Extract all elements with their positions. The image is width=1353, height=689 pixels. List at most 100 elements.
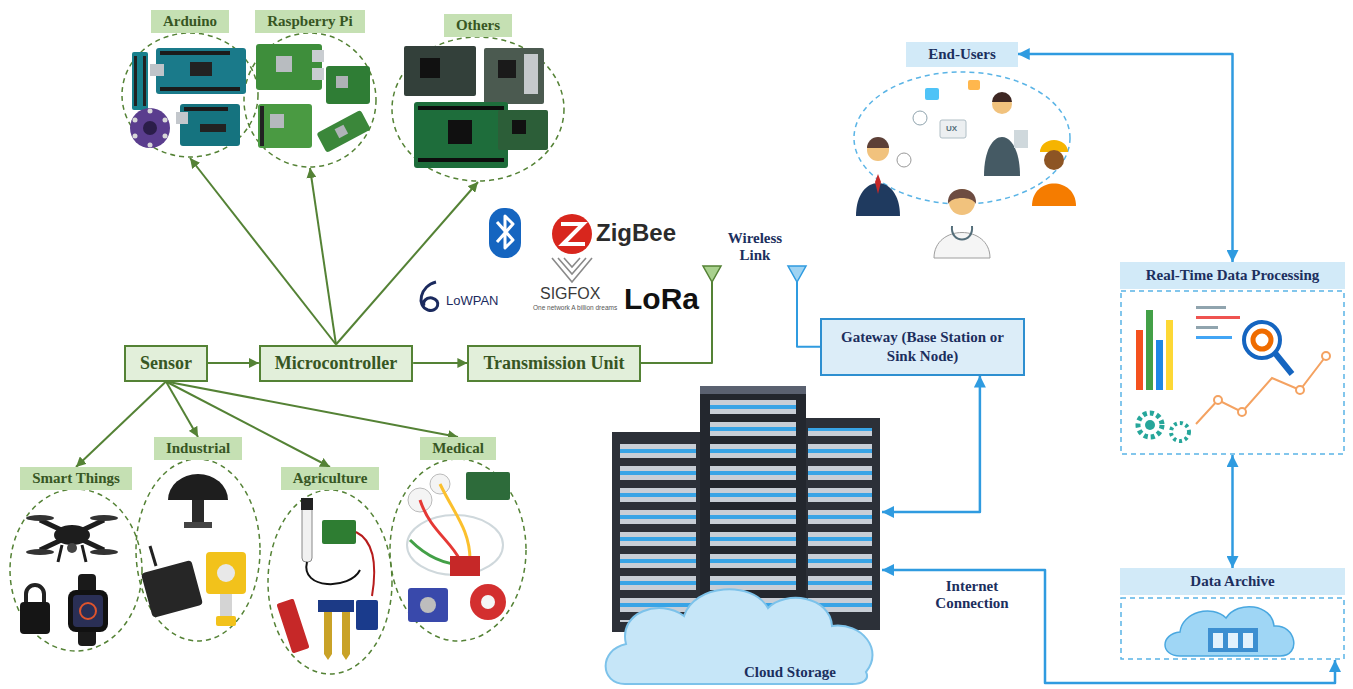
process-label: Transmission Unit [483,353,624,374]
end-user-figures [968,80,980,90]
arduino-boards [143,121,157,135]
arduino-boards [132,52,148,110]
agriculture-sensors [301,498,313,510]
connector [336,182,478,345]
sensor-group: Medical [388,437,528,642]
logo-text: SIGFOX [540,285,600,303]
arduino-boards [148,109,153,114]
other-boards [512,120,526,134]
group-outline [122,33,258,157]
server-racks [800,418,880,630]
arduino-boards [190,62,212,76]
lowpan-logo [421,282,438,310]
raspberry-pi-boards [260,106,264,146]
raspberry-pi-boards [336,76,348,88]
agriculture-sensors [322,520,356,544]
other-boards [484,48,544,104]
archive-graphic [1228,633,1238,648]
group-label: Agriculture [281,467,380,490]
agriculture-sensors [356,532,374,596]
connector-line [1231,455,1234,568]
sensor-group: Smart Things [8,467,144,652]
cloud-label: Cloud Storage [744,664,836,681]
group-label: Arduino [151,10,229,33]
arduino-boards [160,51,230,55]
raspberry-pi-boards [316,110,370,153]
analytics-graphic [1136,306,1330,441]
smart-things [67,543,77,553]
archive-graphic [1213,633,1223,648]
medical-sensors [408,588,448,622]
gateway-box: Gateway (Base Station or Sink Node) [820,318,1025,376]
analytics-graphic [1275,353,1292,374]
group-outline [268,490,392,674]
analytics-graphic [1196,336,1232,339]
group-label: Raspberry Pi [255,10,364,33]
other-boards [498,110,548,150]
connector [413,363,467,364]
raspberry-pi-boards [326,66,370,104]
smart-things [26,515,54,521]
agriculture-sensors [276,598,309,653]
connector-line [336,182,478,345]
group-outline [10,489,142,651]
medical-sensors [440,484,470,560]
analytics-graphic [1196,326,1218,329]
connector-line [190,158,336,345]
other-boards [418,158,504,162]
end-user-figures [856,80,1076,258]
connector [76,382,166,468]
server-racks [612,432,704,632]
agriculture-sensors [306,562,360,584]
logo-text: ZigBee [596,219,676,247]
server-racks [620,442,696,622]
raspberry-pi-boards [316,110,370,153]
antenna-symbol [788,266,806,282]
analytics-graphic [1214,396,1222,404]
cloud-shape [606,589,873,684]
other-boards [404,46,548,168]
arduino-boards [163,118,168,123]
other-boards [420,58,440,78]
other-boards [418,106,504,110]
arduino-boards [160,87,240,91]
icon-text: UX [946,124,957,133]
raspberry-pi-boards [256,44,371,153]
analytics-graphic [1244,322,1280,358]
group-outline [390,459,526,641]
lowpan-logo [421,282,438,310]
end-user-figures [934,233,990,259]
group-outline [244,33,376,167]
other-boards [498,60,516,78]
edge-label: Internet Connection [916,578,1028,613]
end-user-figures [952,226,972,240]
board-group: Arduino [120,10,260,158]
group-outline [392,37,564,181]
server-racks [808,428,872,618]
other-boards [414,102,508,168]
connector-line [413,362,467,364]
end-user-figures [1032,184,1076,207]
connector-line [1018,54,1233,262]
cloud-node: Cloud Storage [605,385,882,685]
medical-sensors [481,595,495,609]
process-label: Microcontroller [275,353,397,374]
header-label: End-Users [928,46,996,63]
arduino-boards [163,134,168,139]
end-user-figures [940,120,966,138]
medical-sensors [407,515,503,575]
connector-line [797,282,820,347]
process-box: Transmission Unit [467,345,640,382]
board-group: Raspberry Pi [242,10,378,168]
logo-tagline: One network A billion dreams [533,304,617,311]
archive-graphic [1165,607,1294,656]
arduino-boards [130,48,246,148]
industrial-sensors [206,552,246,594]
panel-box: Real-Time Data Processing [1120,262,1345,455]
connector [1018,54,1233,262]
smart-things [20,515,118,646]
raspberry-pi-boards [312,68,324,80]
other-boards [404,46,476,96]
other-boards [524,54,538,94]
raspberry-pi-boards [276,56,292,72]
